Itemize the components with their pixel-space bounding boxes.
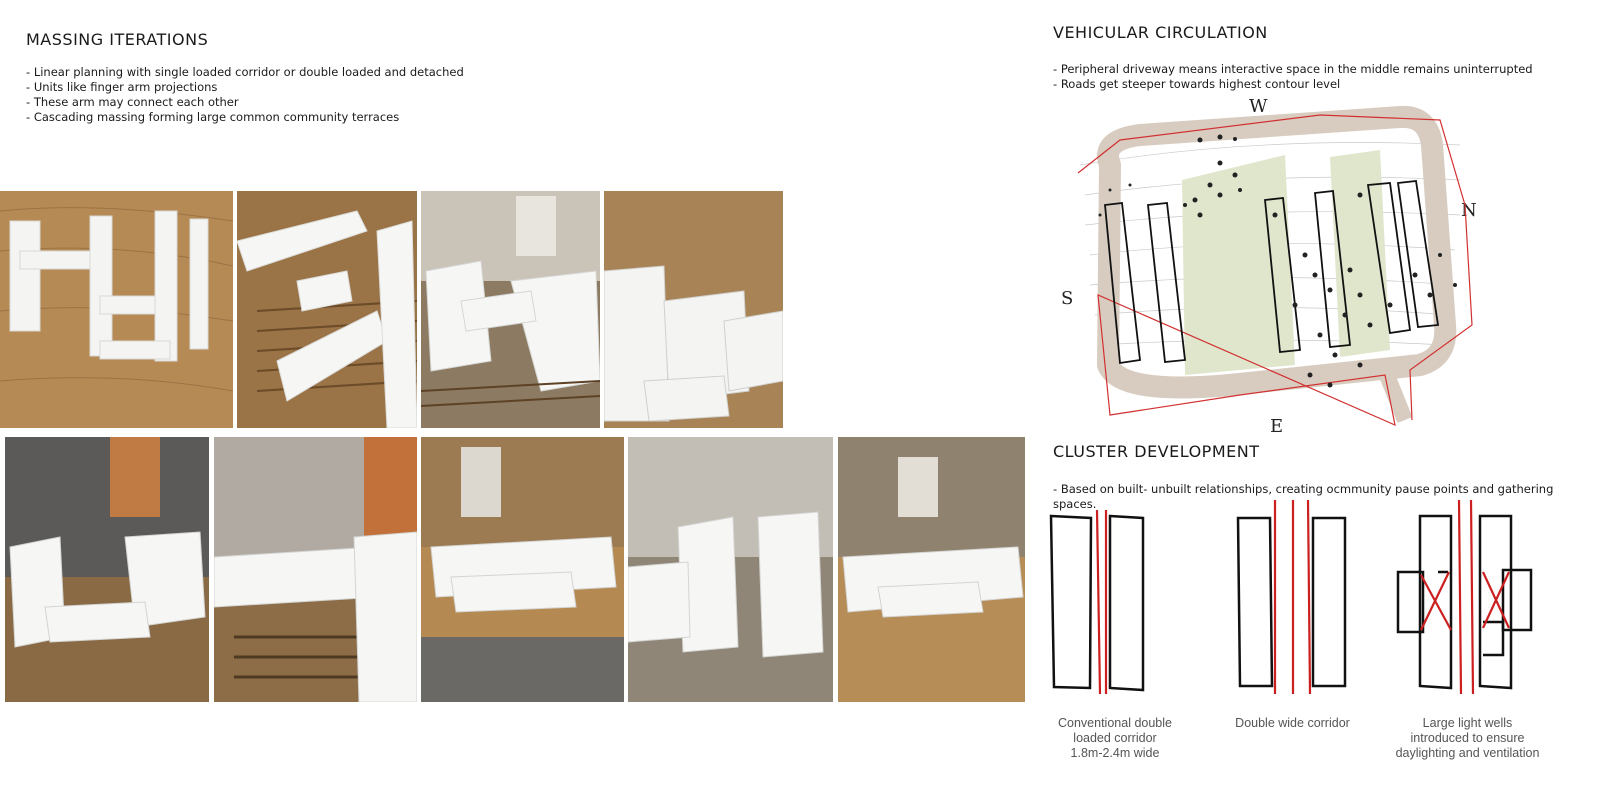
site-plan-diagram — [1077, 105, 1473, 427]
road-spur — [1374, 360, 1413, 423]
building-blocks — [1104, 180, 1440, 365]
sketch-light-wells — [1396, 500, 1533, 695]
massing-bullet: These arm may connect each other — [26, 95, 464, 110]
vehicular-bullets: Peripheral driveway means interactive sp… — [1053, 62, 1533, 92]
peripheral-road — [1097, 105, 1457, 399]
massing-bullet: Cascading massing forming large common c… — [26, 110, 464, 125]
massing-bullet: Units like finger arm projections — [26, 80, 464, 95]
photo-studio-1 — [5, 437, 209, 702]
photo-model-stack — [604, 191, 783, 428]
massing-bullet: Linear planning with single loaded corri… — [26, 65, 464, 80]
compass-east: E — [1270, 416, 1284, 437]
trees — [1098, 134, 1457, 388]
photo-studio-5 — [838, 437, 1025, 702]
compass-south: S — [1061, 288, 1074, 309]
green-zone — [1182, 155, 1295, 375]
photo-model-studio — [421, 191, 600, 428]
photo-studio-2 — [214, 437, 417, 702]
vehicular-title: VEHICULAR CIRCULATION — [1053, 23, 1268, 42]
sketch-conventional-corridor — [1049, 510, 1145, 695]
cluster-bullet: Based on built- unbuilt relationships, c… — [1053, 482, 1600, 512]
massing-title: MASSING ITERATIONS — [26, 30, 209, 49]
caption-light-wells: Large light wells introduced to ensure d… — [1395, 716, 1540, 760]
compass-west: W — [1249, 96, 1268, 117]
photo-model-closeup — [237, 191, 417, 428]
sketch-double-wide-corridor — [1236, 500, 1347, 695]
caption-conventional-corridor: Conventional double loaded corridor 1.8m… — [1058, 716, 1172, 760]
cluster-bullets: Based on built- unbuilt relationships, c… — [1053, 482, 1600, 512]
caption-double-wide-corridor: Double wide corridor — [1235, 716, 1350, 730]
cluster-title: CLUSTER DEVELOPMENT — [1053, 442, 1260, 461]
vehicular-bullet: Peripheral driveway means interactive sp… — [1053, 62, 1533, 77]
photo-studio-3 — [421, 437, 624, 702]
photo-studio-4 — [628, 437, 833, 702]
photo-model-plan — [0, 191, 233, 428]
site-boundary — [1077, 114, 1473, 427]
massing-bullets: Linear planning with single loaded corri… — [26, 65, 464, 125]
vehicular-bullet: Roads get steeper towards highest contou… — [1053, 77, 1533, 92]
